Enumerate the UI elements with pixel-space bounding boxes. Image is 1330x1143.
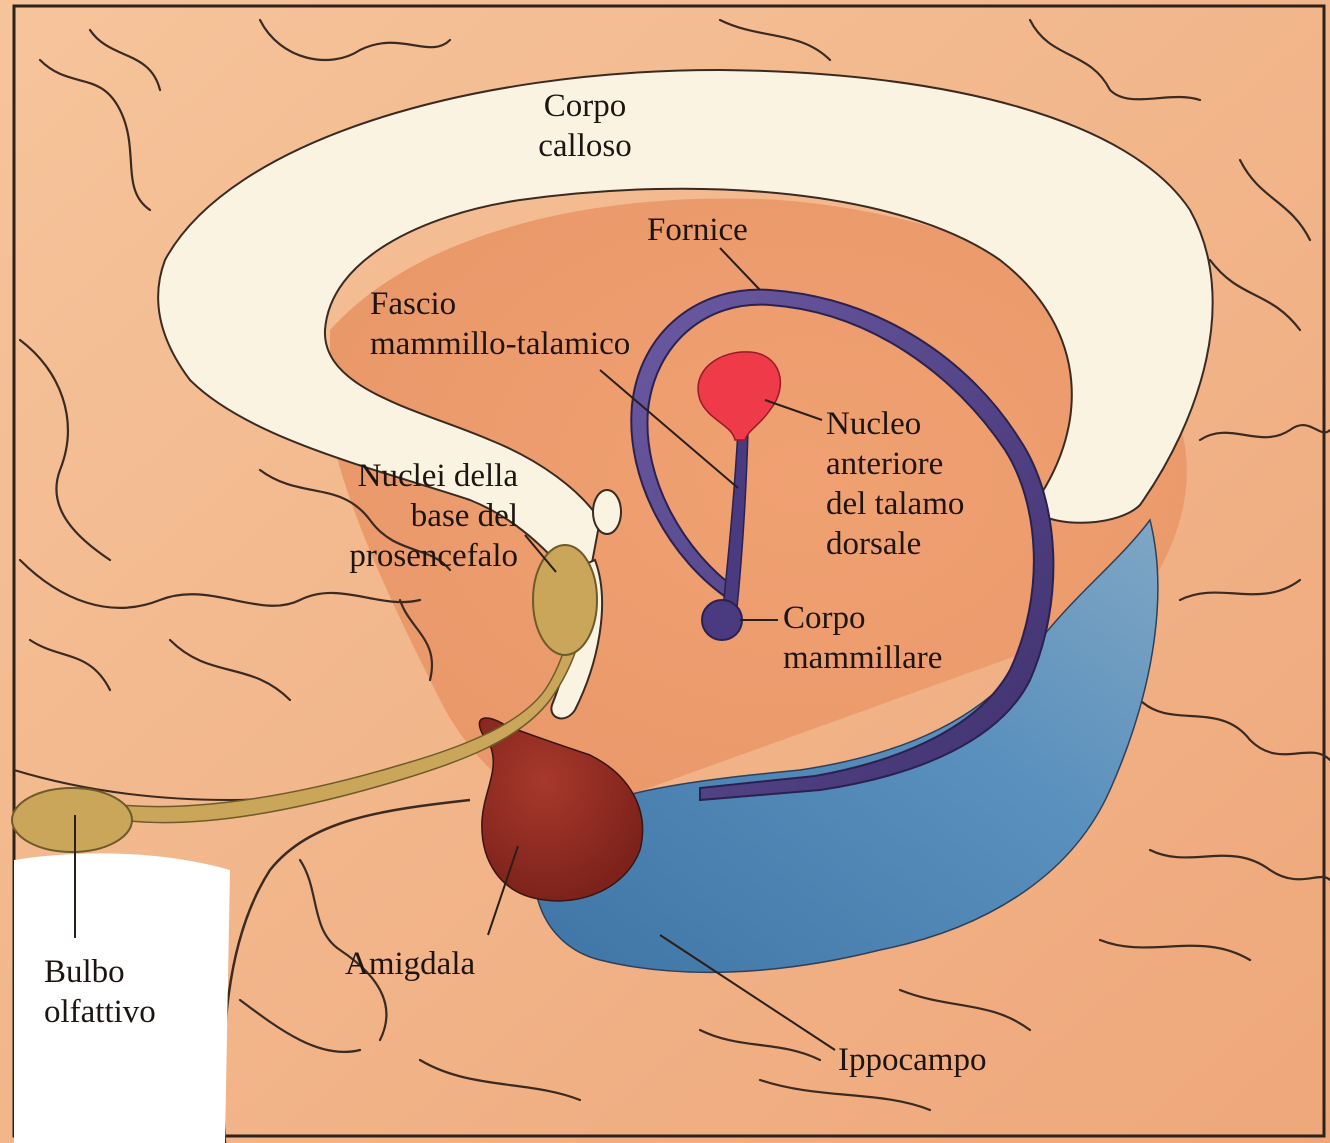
label-nucleo-line-1: Nucleo (826, 404, 964, 444)
nuclei-base-shape (533, 545, 597, 655)
label-fascio-line-2: mammillo-talamico (370, 324, 630, 364)
label-nucleo-line-2: anteriore (826, 444, 964, 484)
label-nucleo-anteriore: Nucleo anteriore del talamo dorsale (826, 404, 964, 564)
label-bulbo-line-1: Bulbo (44, 952, 156, 992)
septum-bulge (593, 490, 621, 534)
label-nuclei-line-2: base del (300, 496, 518, 536)
label-bulbo-olfattivo: Bulbo olfattivo (44, 952, 156, 1032)
label-fornice-line-1: Fornice (647, 210, 748, 250)
label-fascio-line-1: Fascio (370, 284, 630, 324)
label-corpo-calloso-line-1: Corpo (515, 86, 655, 126)
bulbo-olfattivo-shape (12, 788, 132, 852)
label-nuclei-line-3: prosencefalo (300, 536, 518, 576)
label-nucleo-line-3: del talamo (826, 484, 964, 524)
label-corpo-mammillare: Corpo mammillare (783, 598, 942, 678)
label-amigdala: Amigdala (345, 944, 475, 984)
label-bulbo-line-2: olfattivo (44, 992, 156, 1032)
label-fascio-mammillo-talamico: Fascio mammillo-talamico (370, 284, 630, 364)
label-nuclei-base: Nuclei della base del prosencefalo (300, 456, 518, 576)
label-ippocampo: Ippocampo (838, 1040, 986, 1080)
label-nuclei-line-1: Nuclei della (300, 456, 518, 496)
corpo-mammillare-shape (702, 600, 742, 640)
label-ippocampo-line-1: Ippocampo (838, 1040, 986, 1080)
label-nucleo-line-4: dorsale (826, 524, 964, 564)
label-mammillare-line-2: mammillare (783, 638, 942, 678)
label-mammillare-line-1: Corpo (783, 598, 942, 638)
label-amigdala-line-1: Amigdala (345, 944, 475, 984)
label-fornice: Fornice (647, 210, 748, 250)
label-corpo-calloso: Corpo calloso (515, 86, 655, 166)
label-corpo-calloso-line-2: calloso (515, 126, 655, 166)
